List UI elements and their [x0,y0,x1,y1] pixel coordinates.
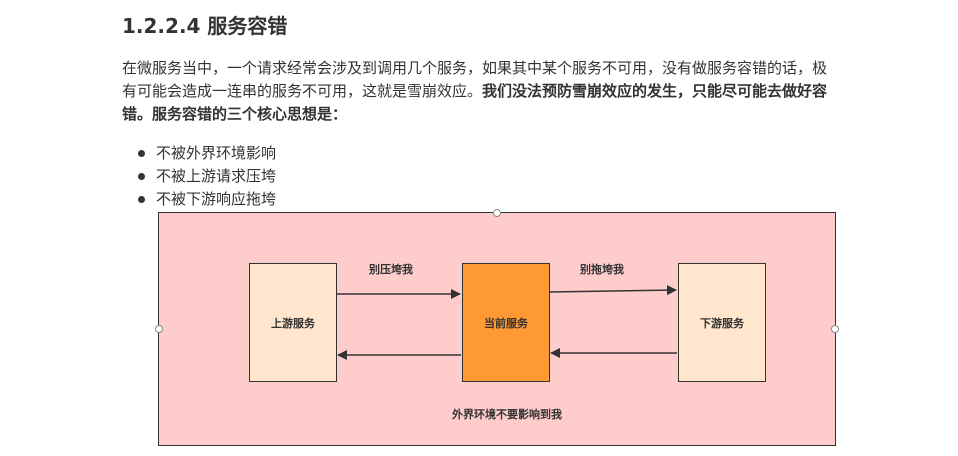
current-service-label: 当前服务 [484,316,528,330]
upstream-service-box: 上游服务 [249,263,337,382]
resize-handle-right[interactable] [831,325,839,333]
bullet-icon [138,196,145,203]
list-item-text: 不被下游响应拖垮 [156,190,277,208]
list-item: 不被外界环境影响 [122,142,276,165]
resize-handle-top[interactable] [493,209,501,217]
current-service-box: 当前服务 [462,263,550,382]
arrow-layer [336,285,677,360]
bullet-icon [138,173,145,180]
paragraph-bold-text: 我们没法预防雪崩效应的发生，只能尽可能去做好容错。服务容错的三个核心思想是： [122,82,828,123]
list-item: 不被下游响应拖垮 [122,188,276,211]
downstream-service-label: 下游服务 [700,316,744,330]
list-item-text: 不被外界环境影响 [156,144,277,162]
paragraph-normal-text: 在微服务当中，一个请求经常会涉及到调用几个服务，如果其中某个服务不可用，没有做服… [122,59,828,100]
list-item: 不被上游请求压垮 [122,165,276,188]
fault-tolerance-diagram[interactable]: 上游服务 当前服务 下游服务 别压垮我 别拖垮我 外界环境不要影响到我 [155,209,839,446]
upstream-service-label: 上游服务 [271,316,315,330]
principles-list: 不被外界环境影响 不被上游请求压垮 不被下游响应拖垮 [122,142,276,211]
arrow-current-to-downstream [548,285,677,296]
section-title: 1.2.2.4 服务容错 [122,14,288,38]
downstream-service-box: 下游服务 [678,263,766,382]
diagram-caption: 外界环境不要影响到我 [452,408,562,421]
resize-handle-left[interactable] [155,325,163,333]
list-item-text: 不被上游请求压垮 [156,167,277,185]
intro-paragraph: 在微服务当中，一个请求经常会涉及到调用几个服务，如果其中某个服务不可用，没有做服… [122,57,838,126]
arrow-label-left: 别压垮我 [369,263,413,276]
arrow-label-right: 别拖垮我 [580,263,624,276]
bullet-icon [138,150,145,157]
